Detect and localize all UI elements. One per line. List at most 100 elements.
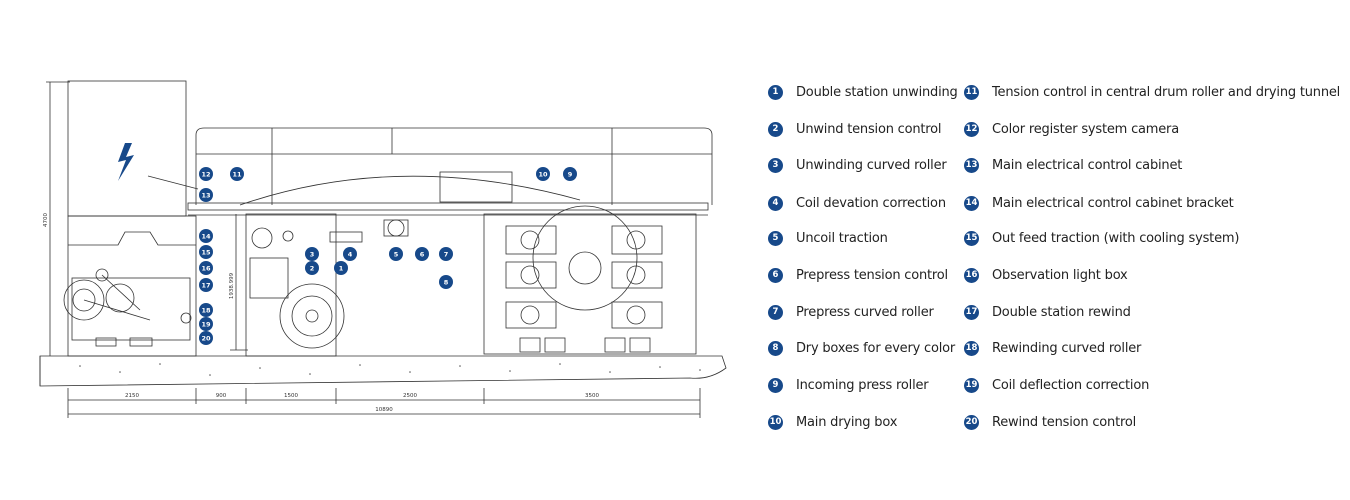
callout-number: 8 — [444, 278, 449, 286]
callout-number: 11 — [232, 170, 242, 178]
legend-label: Incoming press roller — [796, 377, 929, 393]
legend-label: Main drying box — [796, 414, 898, 430]
number-badge: 17 — [964, 304, 979, 320]
number-badge: 11 — [964, 84, 979, 100]
legend-label: Prepress tension control — [796, 267, 948, 283]
dimension-segment-5: 3500 — [585, 393, 599, 399]
legend-item-8: 8 Dry boxes for every color — [768, 338, 955, 358]
callout-number: 7 — [444, 250, 449, 258]
legend-item-11: 11 Tension control in central drum roller… — [964, 82, 1340, 102]
ground-slab — [39, 355, 727, 387]
number-badge: 6 — [768, 267, 783, 283]
legend-item-16: 16 Observation light box — [964, 265, 1128, 285]
callout-number: 12 — [201, 170, 210, 178]
number-badge: 16 — [964, 267, 979, 283]
callout-number: 16 — [201, 264, 211, 272]
callout-badge-2: 2 — [305, 261, 319, 275]
legend-item-14: 14 Main electrical control cabinet bracke… — [964, 193, 1234, 213]
legend-label: Uncoil traction — [796, 230, 888, 246]
legend-item-13: 13 Main electrical control cabinet — [964, 155, 1182, 175]
callout-number: 10 — [538, 170, 548, 178]
legend-label: Tension control in central drum roller a… — [992, 84, 1341, 100]
legend-label: Unwinding curved roller — [796, 157, 947, 173]
callout-badge-8: 8 — [439, 275, 453, 289]
legend-label: Rewinding curved roller — [992, 340, 1142, 356]
unwind-reel — [279, 283, 345, 349]
dimension-segment-4: 2500 — [403, 393, 417, 399]
legend-item-6: 6 Prepress tension control — [768, 265, 948, 285]
callout-number: 3 — [310, 250, 315, 258]
legend-item-20: 20 Rewind tension control — [964, 412, 1136, 432]
callout-number: 6 — [420, 250, 425, 258]
callout-number: 15 — [201, 248, 211, 256]
legend-label: Coil devation correction — [796, 195, 946, 211]
dimension-segment-3: 1500 — [284, 393, 298, 399]
number-badge: 20 — [964, 414, 979, 430]
callout-badge-16: 16 — [199, 261, 213, 275]
legend-label: Dry boxes for every color — [796, 340, 956, 356]
callout-badge-12: 12 — [199, 167, 213, 181]
legend-item-19: 19 Coil deflection correction — [964, 375, 1149, 395]
legend-label: Coil deflection correction — [992, 377, 1150, 393]
number-badge: 15 — [964, 230, 979, 246]
callout-number: 13 — [201, 191, 210, 199]
callout-number: 20 — [201, 334, 211, 342]
legend-label: Main electrical control cabinet bracket — [992, 195, 1234, 211]
number-badge: 12 — [964, 121, 979, 137]
callout-badge-6: 6 — [415, 247, 429, 261]
callout-number: 19 — [201, 320, 211, 328]
legend-item-9: 9 Incoming press roller — [768, 375, 929, 395]
callout-number: 1 — [339, 264, 344, 272]
legend-label: Observation light box — [992, 267, 1128, 283]
number-badge: 5 — [768, 230, 783, 246]
number-badge: 9 — [768, 377, 783, 393]
callout-badge-1: 1 — [334, 261, 348, 275]
callout-number: 14 — [201, 232, 211, 240]
legend-label: Rewind tension control — [992, 414, 1137, 430]
callout-number: 4 — [348, 250, 353, 258]
drying-tunnel-arc — [239, 175, 581, 206]
callout-badge-9: 9 — [563, 167, 577, 181]
callout-badge-15: 15 — [199, 245, 213, 259]
legend-label: Color register system camera — [992, 121, 1179, 137]
number-badge: 8 — [768, 340, 783, 356]
legend-label: Main electrical control cabinet — [992, 157, 1183, 173]
callout-number: 2 — [310, 264, 315, 272]
callout-number: 5 — [394, 250, 399, 258]
callout-badge-7: 7 — [439, 247, 453, 261]
callout-badge-20: 20 — [199, 331, 213, 345]
dimension-inner-height: 1938.999 — [229, 272, 235, 299]
legend-item-12: 12 Color register system camera — [964, 119, 1179, 139]
callout-badge-11: 11 — [230, 167, 244, 181]
legend-item-2: 2 Unwind tension control — [768, 119, 942, 139]
legend-item-15: 15 Out feed traction (with cooling system… — [964, 228, 1239, 248]
dimension-total: 10890 — [375, 407, 393, 413]
legend-item-5: 5 Uncoil traction — [768, 228, 888, 248]
number-badge: 13 — [964, 157, 979, 173]
number-badge: 14 — [964, 195, 979, 211]
legend-label: Unwind tension control — [796, 121, 942, 137]
dimension-height: 4700 — [43, 213, 49, 227]
legend-label: Out feed traction (with cooling system) — [992, 230, 1240, 246]
callout-badge-18: 18 — [199, 303, 213, 317]
callout-badge-14: 14 — [199, 229, 213, 243]
legend-item-17: 17 Double station rewind — [964, 302, 1131, 322]
callout-badge-5: 5 — [389, 247, 403, 261]
callout-badge-4: 4 — [343, 247, 357, 261]
callout-badge-3: 3 — [305, 247, 319, 261]
legend-label: Double station rewind — [992, 304, 1131, 320]
number-badge: 2 — [768, 121, 783, 137]
callout-badge-17: 17 — [199, 278, 213, 292]
legend-label: Double station unwinding — [796, 84, 958, 100]
number-badge: 19 — [964, 377, 979, 393]
callout-number: 18 — [201, 306, 211, 314]
dimension-segment-1: 2150 — [125, 393, 139, 399]
dimension-segment-2: 900 — [216, 393, 227, 399]
legend-label: Prepress curved roller — [796, 304, 934, 320]
lightning-bolt-icon — [118, 143, 134, 181]
